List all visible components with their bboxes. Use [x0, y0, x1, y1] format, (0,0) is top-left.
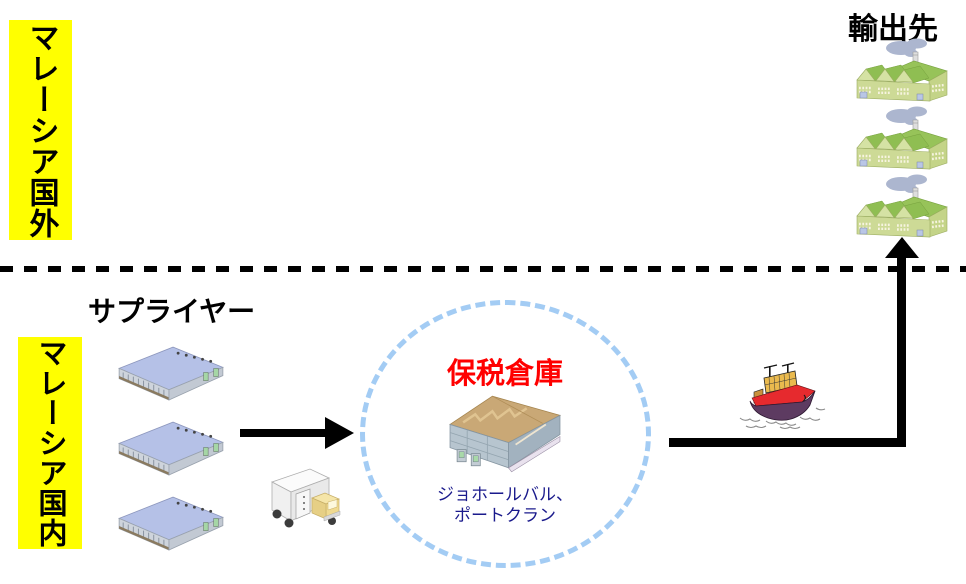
country-border-dashed-line: [0, 266, 966, 272]
export-factory-icon: [855, 38, 949, 103]
supplier-to-bonded-arrow-head: [325, 417, 354, 449]
export-factory-icon: [855, 174, 949, 239]
cargo-ship-icon: [739, 362, 826, 430]
bonded-location-line2: ポートクラン: [454, 506, 556, 525]
bonded-zone-circle: [360, 300, 651, 568]
bonded-warehouse-icon: [448, 394, 562, 473]
region-label-outside-malaysia: マレーシア国外: [9, 20, 72, 240]
bonded-location-line1: ジョホールバル、: [437, 485, 573, 504]
supplier-warehouse-icon: [118, 496, 224, 551]
bonded-to-export-arrow-horizontal: [669, 438, 906, 447]
region-label-inside-malaysia: マレーシア国内: [18, 337, 82, 549]
bonded-locations-text: ジョホールバル、 ポートクラン: [395, 484, 615, 526]
supplier-warehouse-icon: [118, 346, 224, 401]
truck-icon: [271, 468, 341, 528]
supplier-warehouse-icon: [118, 421, 224, 476]
supplier-to-bonded-arrow-shaft: [240, 429, 326, 437]
bonded-to-export-arrow-head: [885, 237, 919, 258]
bonded-warehouse-title: 保税倉庫: [446, 358, 563, 390]
supplier-label: サプライヤー: [88, 296, 256, 327]
bonded-to-export-arrow-vertical: [897, 256, 906, 447]
export-factory-icon: [855, 106, 949, 171]
